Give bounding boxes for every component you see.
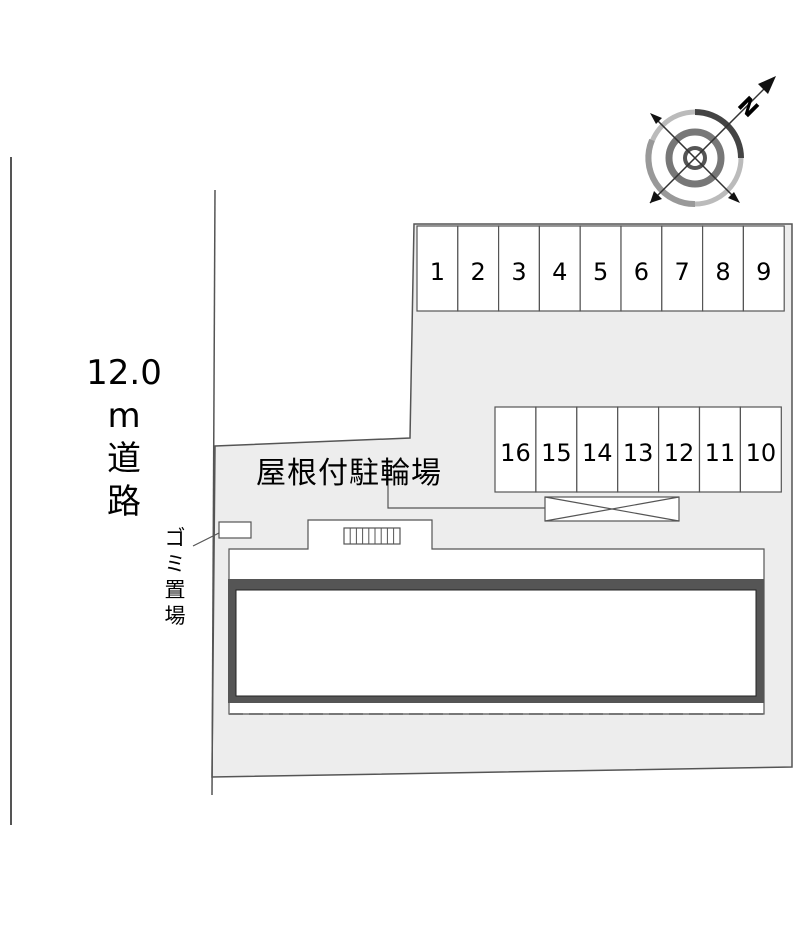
parking-space-box — [742, 225, 785, 312]
parking-space-number: 1 — [430, 258, 445, 286]
compass-rose: N — [645, 76, 776, 208]
parking-space-number: 4 — [552, 258, 567, 286]
parking-space-box — [576, 406, 619, 493]
parking-space-9: 9 — [742, 225, 785, 312]
building-inner — [235, 589, 757, 697]
road-unit: m — [107, 396, 141, 436]
garbage-char: 場 — [164, 604, 186, 628]
road-name-char: 路 — [107, 482, 141, 522]
parking-space-number: 13 — [623, 439, 654, 467]
parking-space-number: 2 — [471, 258, 486, 286]
parking-space-number: 9 — [756, 258, 771, 286]
parking-space-number: 5 — [593, 258, 608, 286]
lot-boundary-line — [211, 189, 216, 796]
north-label: N — [732, 92, 763, 123]
parking-space-number: 10 — [746, 439, 777, 467]
parking-space-box — [416, 225, 459, 312]
parking-space-box — [698, 406, 742, 493]
parking-space-8: 8 — [701, 225, 744, 312]
parking-space-14: 14 — [576, 406, 619, 493]
parking-space-5: 5 — [579, 225, 622, 312]
bike-parking-label: 屋根付駐輪場 — [256, 456, 442, 491]
parking-space-box — [701, 225, 744, 312]
parking-space-number: 11 — [705, 439, 736, 467]
parking-space-number: 6 — [634, 258, 649, 286]
parking-space-number: 16 — [500, 439, 531, 467]
open-space-marker — [544, 496, 680, 522]
garbage-label: ゴ ミ 置 場 — [160, 525, 190, 629]
garbage-char: ミ — [164, 552, 186, 576]
parking-space-4: 4 — [538, 225, 581, 312]
parking-row-middle: 16 15 14 13 12 11 10 — [494, 406, 782, 493]
parking-space-box — [739, 406, 782, 493]
north-arrow-icon — [758, 76, 776, 94]
parking-space-box — [535, 406, 578, 493]
parking-space-7: 7 — [661, 225, 704, 312]
parking-space-box — [617, 406, 660, 493]
garbage-char: ゴ — [164, 526, 186, 550]
road-width: 12.0 — [86, 353, 162, 393]
parking-space-box — [657, 406, 701, 493]
garbage-char: 置 — [164, 578, 186, 602]
parking-space-12: 12 — [657, 406, 701, 493]
parking-space-box — [661, 225, 704, 312]
stairs-box — [343, 527, 401, 545]
parking-space-number: 12 — [664, 439, 695, 467]
road-name-char: 道 — [107, 439, 141, 479]
parking-space-11: 11 — [698, 406, 742, 493]
parking-space-2: 2 — [457, 225, 500, 312]
parking-space-number: 15 — [541, 439, 572, 467]
parking-space-number: 7 — [675, 258, 690, 286]
parking-space-10: 10 — [739, 406, 782, 493]
parking-space-13: 13 — [617, 406, 660, 493]
parking-space-box — [494, 406, 537, 493]
parking-space-number: 3 — [511, 258, 526, 286]
parking-space-6: 6 — [620, 225, 663, 312]
garbage-area-box — [218, 521, 252, 539]
bike-parking-leader-line — [387, 470, 545, 509]
parking-space-1: 1 — [416, 225, 459, 312]
parking-space-number: 14 — [582, 439, 613, 467]
road-label: 12.0 m 道 路 — [84, 352, 164, 524]
parking-space-3: 3 — [498, 225, 541, 312]
parking-space-15: 15 — [535, 406, 578, 493]
parking-space-box — [579, 225, 622, 312]
parking-space-box — [538, 225, 581, 312]
stairs — [343, 527, 401, 545]
parking-space-number: 8 — [715, 258, 730, 286]
parking-space-box — [498, 225, 541, 312]
garbage-leader-line — [192, 532, 220, 547]
parking-space-16: 16 — [494, 406, 537, 493]
